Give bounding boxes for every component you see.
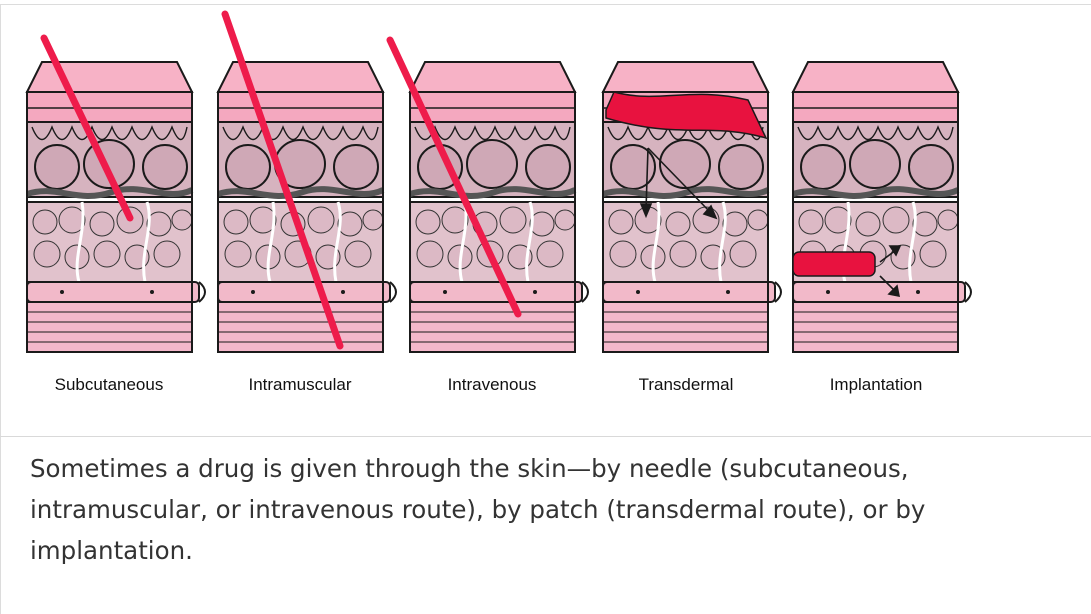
panel-intravenous — [410, 62, 588, 352]
label-subcutaneous: Subcutaneous — [55, 375, 164, 394]
label-implantation: Implantation — [830, 375, 923, 394]
label-intravenous: Intravenous — [448, 375, 537, 394]
label-transdermal: Transdermal — [639, 375, 734, 394]
drug-routes-figure: Subcutaneous Intramuscular Intravenous T… — [0, 0, 1091, 436]
panel-implantation — [793, 62, 971, 352]
panel-intramuscular — [218, 62, 396, 352]
implant-rod — [793, 252, 875, 276]
caption-divider — [0, 436, 1091, 437]
figure-caption: Sometimes a drug is given through the sk… — [30, 448, 1080, 571]
panel-subcutaneous — [27, 62, 205, 352]
label-intramuscular: Intramuscular — [249, 375, 352, 394]
